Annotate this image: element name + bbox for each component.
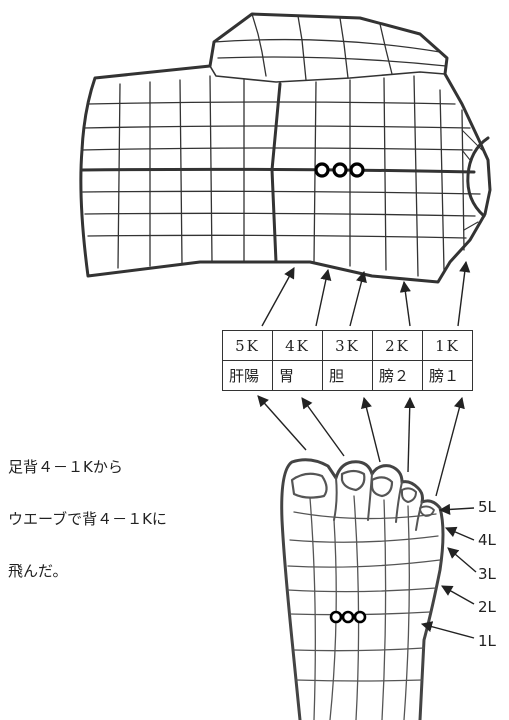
arrow-3k-to-body [349, 270, 367, 327]
arrow-toe1-to-5k [257, 395, 307, 451]
level-label-4l: 4L [478, 531, 496, 549]
arrow-4l [444, 526, 475, 541]
k-code-cell: 2K [372, 330, 423, 361]
caption-line-2: ウエーブで背４－１Kに [8, 510, 167, 528]
level-label-1l: 1L [478, 632, 496, 650]
k-code-row: 5K 4K 3K 2K 1K [222, 330, 473, 361]
arrow-1k-to-body [457, 260, 471, 327]
arrow-4k-to-body [315, 268, 332, 327]
caption-line-3: 飛んだ。 [8, 562, 68, 580]
k-code-cell: 4K [272, 330, 323, 361]
arrow-5k-to-body [261, 267, 295, 327]
back-point-markers [314, 162, 365, 178]
organ-cell: 膀１ [422, 360, 473, 391]
arrow-2l [441, 585, 475, 605]
organ-cell: 肝陽 [222, 360, 273, 391]
level-label-5l: 5L [478, 498, 496, 516]
caption-line-1: 足背４－１Kから [8, 458, 123, 476]
level-label-2l: 2L [478, 598, 496, 616]
arrow-3l [447, 547, 477, 573]
arrow-toe2-to-4k [301, 397, 345, 457]
arrow-2k-to-body [399, 280, 411, 327]
arrow-1l [420, 621, 475, 639]
organ-row: 肝陽 胃 胆 膀２ 膀１ [222, 360, 473, 391]
arrow-toe5-to-1k [435, 396, 465, 497]
k-code-cell: 5K [222, 330, 273, 361]
k-organ-table: 5K 4K 3K 2K 1K 肝陽 胃 胆 膀２ 膀１ [222, 330, 473, 391]
foot-point-markers [329, 610, 367, 624]
k-code-cell: 3K [322, 330, 373, 361]
arrow-toe3-to-3k [361, 396, 381, 463]
organ-cell: 胃 [272, 360, 323, 391]
organ-cell: 膀２ [372, 360, 423, 391]
organ-cell: 胆 [322, 360, 373, 391]
arrow-5l [438, 503, 475, 515]
body-outline [79, 12, 492, 284]
k-code-cell: 1K [422, 330, 473, 361]
level-label-3l: 3L [478, 565, 496, 583]
arrow-toe4-to-2k [404, 396, 416, 473]
